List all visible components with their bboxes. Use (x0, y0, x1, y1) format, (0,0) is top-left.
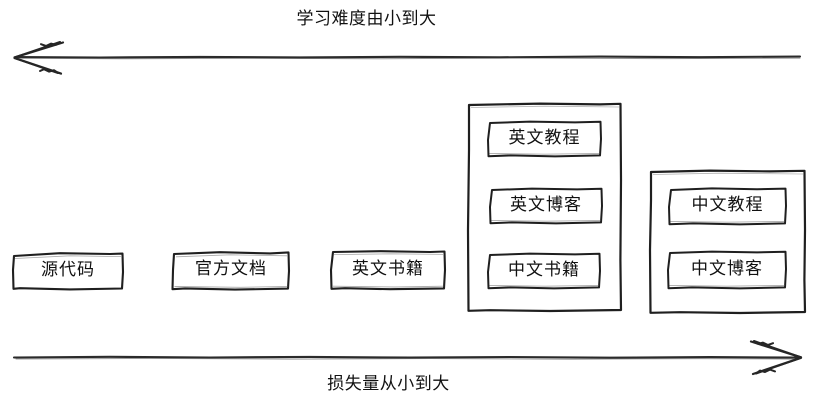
node-label-yuandaima: 源代码 (41, 260, 95, 280)
node-box-zhongwenshuji[interactable] (487, 252, 601, 290)
node-box-yingwenjiaocheng[interactable] (487, 120, 602, 158)
top-axis-label: 学习难度由小到大 (296, 9, 437, 29)
node-label-yingwenjiaocheng: 英文教程 (508, 128, 581, 148)
bottom-axis-arrow (12, 340, 803, 376)
node-label-guanfangwendang: 官方文档 (195, 259, 267, 279)
node-box-zhongwenboke[interactable] (667, 250, 787, 290)
node-box-yingwenboke[interactable] (489, 187, 603, 225)
node-box-yuandaima[interactable] (11, 252, 125, 291)
top-axis-arrow (13, 41, 802, 75)
bottom-axis-label: 损失量从小到大 (327, 374, 450, 394)
node-label-zhongwenshuji: 中文书籍 (508, 260, 580, 280)
node-label-yingwenshuji: 英文书籍 (352, 259, 424, 279)
node-box-yingwenshuji[interactable] (329, 250, 447, 291)
node-label-yingwenboke: 英文博客 (510, 195, 582, 215)
node-label-zhongwenboke: 中文博客 (691, 259, 763, 279)
node-box-zhongwenjiaocheng[interactable] (668, 187, 787, 226)
node-box-guanfangwendang[interactable] (171, 251, 291, 291)
node-label-zhongwenjiaocheng: 中文教程 (691, 195, 764, 215)
